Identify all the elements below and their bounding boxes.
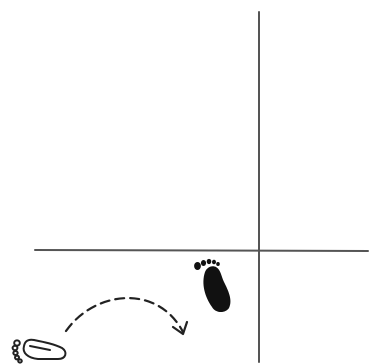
- curved-dashed-arrow: [66, 298, 187, 334]
- footprint-filled-icon: [194, 259, 230, 312]
- horizontal-axis-line: [35, 250, 368, 251]
- footprint-outline-icon: [13, 340, 66, 363]
